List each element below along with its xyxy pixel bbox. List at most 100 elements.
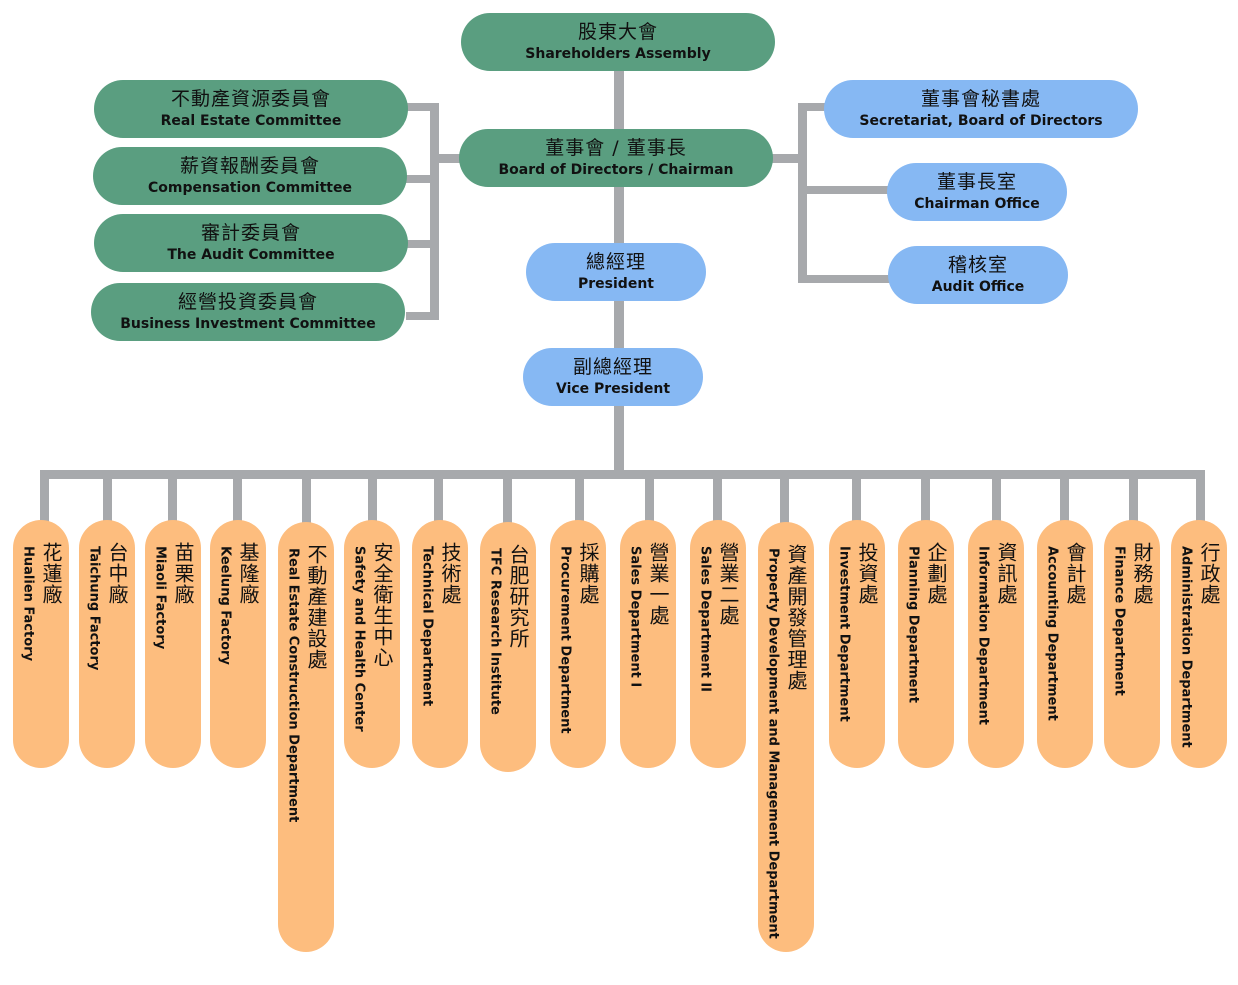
department-en: Sales Department I bbox=[627, 546, 643, 688]
department-zh: 技術處 bbox=[438, 542, 462, 605]
department-en: Technical Department bbox=[419, 546, 435, 707]
department-drop-line bbox=[233, 474, 242, 524]
department-zh: 安全衛生中心 bbox=[370, 542, 394, 668]
department-box: 苗栗廠 Miaoli Factory bbox=[145, 520, 201, 768]
vice-president-box: 副總經理 Vice President bbox=[523, 348, 703, 406]
department-zh: 苗栗廠 bbox=[171, 542, 195, 605]
office-zh: 董事長室 bbox=[936, 171, 1017, 194]
department-drop-line bbox=[1129, 474, 1138, 524]
connector-committee-2 bbox=[406, 175, 436, 183]
committee-box: 不動產資源委員會 Real Estate Committee bbox=[94, 80, 408, 138]
board-of-directors-box: 董事會 / 董事長 Board of Directors / Chairman bbox=[459, 129, 773, 187]
department-drop-line bbox=[713, 474, 722, 524]
department-en: Real Estate Construction Department bbox=[285, 548, 301, 823]
connector-committee-4 bbox=[406, 312, 436, 320]
department-box: 投資處 Investment Department bbox=[829, 520, 885, 768]
president-en: President bbox=[578, 275, 654, 292]
department-en: Administration Department bbox=[1178, 546, 1194, 748]
department-drop-line bbox=[852, 474, 861, 524]
department-drop-line bbox=[645, 474, 654, 524]
department-box: 台中廠 Taichung Factory bbox=[79, 520, 135, 768]
department-en: Investment Department bbox=[836, 546, 852, 722]
department-en: Property Development and Management Depa… bbox=[765, 548, 781, 939]
department-drop-line bbox=[1060, 474, 1069, 524]
department-drop-line bbox=[575, 474, 584, 524]
committee-en: Business Investment Committee bbox=[120, 315, 376, 332]
department-box: 營業二處 Sales Department II bbox=[690, 520, 746, 768]
department-en: Hualien Factory bbox=[20, 546, 36, 662]
committee-zh: 薪資報酬委員會 bbox=[179, 155, 320, 178]
connector-office-1 bbox=[798, 103, 826, 111]
department-en: Taichung Factory bbox=[86, 546, 102, 671]
connector-department-bus bbox=[40, 470, 1205, 479]
department-drop-line bbox=[40, 474, 49, 524]
department-box: 資產開發管理處 Property Development and Managem… bbox=[758, 522, 814, 952]
office-zh: 董事會秘書處 bbox=[920, 88, 1041, 111]
department-zh: 營業二處 bbox=[716, 542, 740, 626]
department-zh: 投資處 bbox=[855, 542, 879, 605]
department-en: Procurement Department bbox=[557, 546, 573, 734]
office-en: Audit Office bbox=[931, 278, 1025, 295]
department-box: 基隆廠 Keelung Factory bbox=[210, 520, 266, 768]
department-zh: 採購處 bbox=[576, 542, 600, 605]
department-zh: 不動產建設處 bbox=[304, 544, 328, 670]
department-box: 技術處 Technical Department bbox=[412, 520, 468, 768]
department-en: Keelung Factory bbox=[217, 546, 233, 665]
department-zh: 企劃處 bbox=[924, 542, 948, 605]
shareholders-assembly-box: 股東大會 Shareholders Assembly bbox=[461, 13, 775, 71]
board-of-directors-en: Board of Directors / Chairman bbox=[498, 161, 734, 178]
department-en: Safety and Health Center bbox=[351, 546, 367, 732]
shareholders-assembly-en: Shareholders Assembly bbox=[525, 45, 711, 62]
department-box: 行政處 Administration Department bbox=[1171, 520, 1227, 768]
department-zh: 基隆廠 bbox=[236, 542, 260, 605]
committee-en: Compensation Committee bbox=[148, 179, 352, 196]
department-box: 不動產建設處 Real Estate Construction Departme… bbox=[278, 522, 334, 952]
department-box: 台肥研究所 TFC Research Institute bbox=[480, 522, 536, 772]
department-zh: 台肥研究所 bbox=[506, 544, 530, 649]
department-en: Finance Department bbox=[1111, 546, 1127, 696]
connector-office-2 bbox=[798, 186, 890, 194]
office-box: 董事長室 Chairman Office bbox=[887, 163, 1067, 221]
department-en: Planning Department bbox=[905, 546, 921, 703]
vice-president-en: Vice President bbox=[555, 380, 671, 397]
committee-zh: 審計委員會 bbox=[200, 222, 301, 245]
department-drop-line bbox=[921, 474, 930, 524]
shareholders-assembly-zh: 股東大會 bbox=[577, 21, 658, 44]
department-drop-line bbox=[434, 474, 443, 524]
committee-zh: 經營投資委員會 bbox=[177, 291, 318, 314]
department-box: 花蓮廠 Hualien Factory bbox=[13, 520, 69, 768]
committee-zh: 不動產資源委員會 bbox=[170, 88, 331, 111]
department-drop-line bbox=[302, 474, 311, 524]
department-en: TFC Research Institute bbox=[487, 548, 503, 715]
department-zh: 資產開發管理處 bbox=[784, 544, 808, 691]
connector-office-3 bbox=[798, 275, 890, 283]
department-zh: 資訊處 bbox=[994, 542, 1018, 605]
department-box: 資訊處 Information Department bbox=[968, 520, 1024, 768]
department-en: Information Department bbox=[975, 546, 991, 725]
office-zh: 稽核室 bbox=[947, 254, 1008, 277]
department-zh: 行政處 bbox=[1197, 542, 1221, 605]
connector-committee-3 bbox=[406, 240, 436, 248]
committee-box: 審計委員會 The Audit Committee bbox=[94, 214, 408, 272]
office-en: Chairman Office bbox=[914, 195, 1040, 212]
department-drop-line bbox=[780, 474, 789, 524]
committee-box: 經營投資委員會 Business Investment Committee bbox=[91, 283, 405, 341]
department-box: 企劃處 Planning Department bbox=[898, 520, 954, 768]
department-en: Miaoli Factory bbox=[152, 546, 168, 650]
vice-president-zh: 副總經理 bbox=[572, 356, 653, 379]
department-zh: 台中廠 bbox=[105, 542, 129, 605]
department-box: 財務處 Finance Department bbox=[1104, 520, 1160, 768]
department-drop-line bbox=[368, 474, 377, 524]
department-drop-line bbox=[103, 474, 112, 524]
office-box: 董事會秘書處 Secretariat, Board of Directors bbox=[824, 80, 1138, 138]
committee-box: 薪資報酬委員會 Compensation Committee bbox=[93, 147, 407, 205]
department-box: 安全衛生中心 Safety and Health Center bbox=[344, 520, 400, 768]
department-drop-line bbox=[1196, 474, 1205, 524]
committee-en: The Audit Committee bbox=[167, 246, 335, 263]
department-zh: 財務處 bbox=[1130, 542, 1154, 605]
department-zh: 營業一處 bbox=[646, 542, 670, 626]
connector-committee-1 bbox=[406, 103, 436, 111]
department-drop-line bbox=[992, 474, 1001, 524]
president-box: 總經理 President bbox=[526, 243, 706, 301]
department-en: Accounting Department bbox=[1044, 546, 1060, 721]
